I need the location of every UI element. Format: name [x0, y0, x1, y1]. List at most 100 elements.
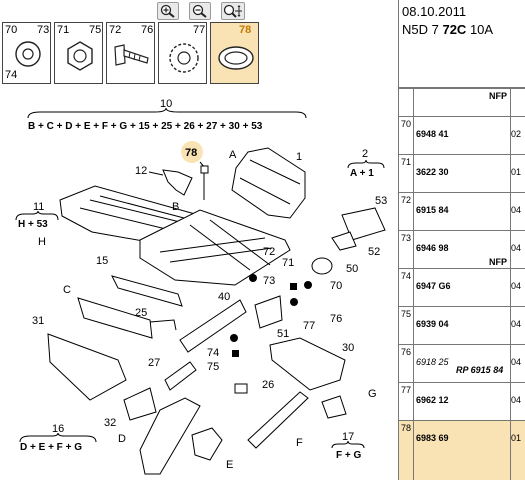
plug-icon — [218, 46, 254, 70]
callout-16: 16 — [52, 423, 64, 435]
row-index: 76 — [401, 347, 412, 357]
part-f[interactable] — [247, 391, 309, 449]
callout-75: 75 — [207, 361, 219, 373]
part-a[interactable] — [231, 147, 306, 219]
row-index: 74 — [401, 271, 412, 281]
callout-31: 31 — [32, 315, 44, 327]
part-12[interactable] — [162, 169, 193, 196]
row-ref: 6962 12 — [416, 395, 449, 405]
part-74[interactable] — [230, 334, 238, 342]
row-ref: 3622 30 — [416, 167, 449, 177]
thumb-label: 72 — [109, 24, 122, 36]
thumb-label: 78 — [239, 24, 252, 36]
row-ref: 6983 69 — [416, 433, 449, 443]
thumbnail-72-76[interactable]: 72 76 — [106, 22, 155, 84]
part-27[interactable] — [164, 361, 197, 391]
callout-71: 71 — [282, 257, 294, 269]
diagram-canvas: 10 B + C + D + E + F + G + 15 + 25 + 26 … — [15, 98, 387, 475]
row-qty: 04 — [511, 281, 522, 291]
thumbnail-78[interactable]: 78 — [210, 22, 259, 84]
row-qty: 04 — [511, 395, 522, 405]
part-73[interactable] — [249, 274, 257, 282]
row-ref: 6918 25 — [416, 357, 449, 367]
table-row[interactable]: 72 6915 84 04 — [399, 192, 525, 229]
part-31[interactable] — [47, 333, 127, 401]
part-30[interactable] — [269, 337, 346, 391]
callout-10: 10 — [160, 98, 172, 110]
thumbnail-77[interactable]: 77 — [158, 22, 207, 84]
callout-51: 51 — [277, 328, 289, 340]
model-code: 72C — [442, 22, 467, 37]
table-row-selected[interactable]: 78 6983 69 01 — [399, 420, 525, 480]
part-g[interactable] — [321, 395, 347, 419]
callout-c: C — [63, 284, 71, 296]
callout-40: 40 — [218, 291, 230, 303]
row-qty: 04 — [511, 357, 522, 367]
model-prefix: N5D 7 — [402, 22, 443, 37]
formula-17: F + G — [336, 450, 362, 461]
callout-78[interactable]: 78 — [185, 147, 197, 159]
part-40[interactable] — [179, 299, 247, 353]
row-alt-ref: RP 6915 84 — [456, 365, 504, 375]
part-e[interactable] — [191, 427, 223, 461]
parts-list-panel: 08.10.2011 N5D 7 72C 10A NFP 70 6948 41 … — [398, 0, 525, 480]
thumb-label: 77 — [193, 24, 206, 36]
table-row[interactable]: 77 6962 12 04 — [399, 382, 525, 419]
zoom-fit-button[interactable] — [221, 2, 245, 20]
part-50[interactable] — [311, 257, 333, 275]
table-row[interactable]: 73 6946 98 04 NFP — [399, 230, 525, 267]
part-75[interactable] — [232, 350, 239, 357]
table-row[interactable]: 71 3622 30 01 — [399, 154, 525, 191]
callout-26: 26 — [262, 379, 274, 391]
row-qty: 01 — [511, 433, 522, 443]
row-index: 70 — [401, 119, 412, 129]
toolbar — [0, 0, 398, 22]
row-index: 77 — [401, 385, 412, 395]
row-ref: 6939 04 — [416, 319, 449, 329]
thumb-label: 75 — [89, 24, 102, 36]
part-25[interactable] — [149, 319, 177, 331]
table-row[interactable]: 70 6948 41 02 — [399, 116, 525, 153]
callout-b: B — [172, 201, 179, 213]
part-53[interactable] — [341, 207, 386, 241]
model-suffix: 10A — [466, 22, 494, 37]
row-qty: 04 — [511, 205, 522, 215]
part-15[interactable] — [111, 275, 183, 307]
row-index: 71 — [401, 157, 412, 167]
part-71[interactable] — [290, 283, 297, 290]
part-32[interactable] — [123, 387, 157, 421]
zoom-out-icon — [192, 4, 207, 18]
formula-10: B + C + D + E + F + G + 15 + 25 + 26 + 2… — [28, 121, 263, 132]
zoom-out-button[interactable] — [189, 2, 211, 20]
part-26[interactable] — [234, 383, 248, 394]
thumb-label: 74 — [5, 69, 18, 81]
part-70[interactable] — [304, 281, 312, 289]
callout-a: A — [229, 149, 237, 161]
thumbnail-71-75[interactable]: 71 75 — [54, 22, 103, 84]
table-row[interactable]: 76 6918 25 RP 6915 84 04 — [399, 344, 525, 381]
callout-27: 27 — [148, 357, 160, 369]
part-51[interactable] — [254, 295, 283, 329]
thumb-label: 76 — [141, 24, 154, 36]
callout-f: F — [296, 437, 303, 449]
row-ref: 6947 G6 — [416, 281, 451, 291]
nfp-label: NFP — [489, 257, 507, 267]
row-ref: 6948 41 — [416, 129, 449, 139]
header: 08.10.2011 N5D 7 72C 10A — [399, 0, 525, 40]
part-77[interactable] — [290, 298, 298, 306]
table-row[interactable]: 74 6947 G6 04 — [399, 268, 525, 305]
part-52[interactable] — [331, 231, 357, 251]
callout-25: 25 — [135, 307, 147, 319]
part-c[interactable] — [77, 297, 153, 339]
row-qty: 04 — [511, 243, 522, 253]
row-index: 78 — [401, 423, 412, 433]
zoom-in-button[interactable] — [157, 2, 179, 20]
callout-30: 30 — [342, 342, 354, 354]
part-d[interactable] — [139, 397, 201, 475]
thumb-label: 71 — [57, 24, 70, 36]
thumbnail-70-73-74[interactable]: 70 73 74 — [2, 22, 51, 84]
table-row[interactable]: 75 6939 04 04 — [399, 306, 525, 343]
callout-15: 15 — [96, 255, 108, 267]
callout-53: 53 — [375, 195, 387, 207]
part-b[interactable] — [139, 209, 291, 286]
